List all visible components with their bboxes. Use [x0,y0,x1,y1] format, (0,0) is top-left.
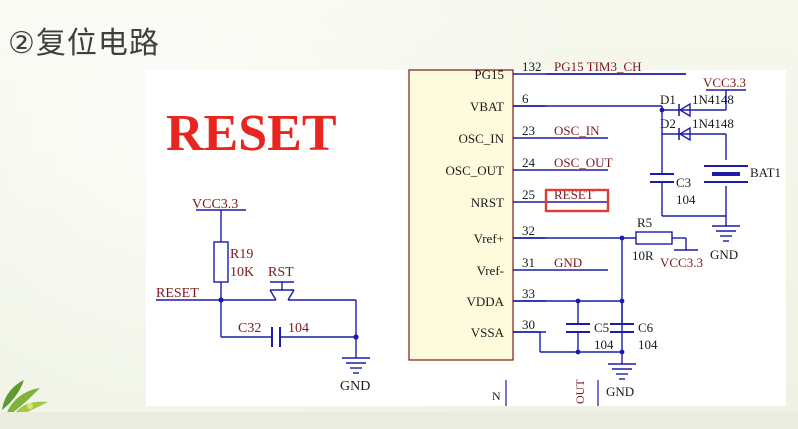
junction-dot [353,334,359,340]
resistor-r19 [213,241,229,283]
gnd-label-top: GND [710,247,738,262]
c3-value: 104 [676,192,696,207]
pin-number: 31 [522,255,535,270]
diode-d1 [678,102,691,118]
c6-ref: C6 [638,320,654,335]
leaf-decoration [2,380,48,418]
c32-value: 104 [288,321,309,336]
pin-number: 23 [522,123,535,138]
gnd-label-left: GND [340,379,370,394]
pin-number: 6 [522,91,529,106]
d1-part: 1N4148 [692,92,734,107]
d2-ref: D2 [660,116,676,131]
reset-net-label: RESET [156,286,199,301]
junction-dot [619,235,625,241]
net-label: OSC_OUT [554,155,613,170]
pin-name: VDDA [466,294,504,309]
resistor-r5 [635,231,673,245]
mcu-block [408,69,514,361]
schematic-image: RESET VCC3.3 R19 10K RESET RST C32 104 G… [146,59,786,406]
r19-value: 10K [230,265,254,280]
pin-number: 132 [522,59,542,74]
c5-value: 104 [594,337,614,352]
d1-ref: D1 [660,92,676,107]
vcc-label-top: VCC3.3 [703,75,746,90]
c32-ref: C32 [238,321,261,336]
button-lead [269,289,277,301]
net-label: OSC_IN [554,123,600,138]
button-lead [287,289,295,301]
footer-strip [0,412,798,429]
c3-ref: C3 [676,175,691,190]
pin-number: 32 [522,223,535,238]
reset-highlight-box [544,188,610,213]
pin-number: 30 [522,317,535,332]
pin-name: VBAT [470,99,504,114]
r19-ref: R19 [230,247,253,262]
junction-dot [659,107,665,113]
pin-name: NRST [471,195,504,210]
pin-number: 25 [522,187,535,202]
pin-name: VSSA [471,325,505,340]
vcc-label-r5: VCC3.3 [660,255,703,270]
pin-number: 33 [522,286,535,301]
reset-heading: RESET [166,105,337,162]
r5-value: 10R [632,248,654,263]
schematic-svg: RESET VCC3.3 R19 10K RESET RST C32 104 G… [156,59,781,406]
pin-number: 24 [522,155,536,170]
pin-name: OSC_OUT [445,163,504,178]
junction-dot [575,349,581,355]
slide-title: ②复位电路 [8,26,160,61]
net-label: GND [554,255,582,270]
gnd-label-bottom: GND [606,384,634,399]
pin-name: Vref- [477,263,504,278]
diode-d2 [678,126,691,142]
vcc-label-left: VCC3.3 [192,197,238,212]
d2-part: 1N4148 [692,116,734,131]
junction-dot [218,297,224,303]
fragment-right: OUT [573,379,587,404]
pin-name: OSC_IN [458,131,504,146]
r5-ref: R5 [637,215,652,230]
battery-label: BAT1 [750,165,781,180]
c6-value: 104 [638,337,658,352]
pin-name: Vref+ [474,231,504,246]
fragment-left: N [492,389,501,403]
net-label: PG15 TIM3_CH [554,59,642,74]
pin-name: PG15 [474,67,504,82]
c5-ref: C5 [594,320,609,335]
rst-label: RST [268,265,294,280]
